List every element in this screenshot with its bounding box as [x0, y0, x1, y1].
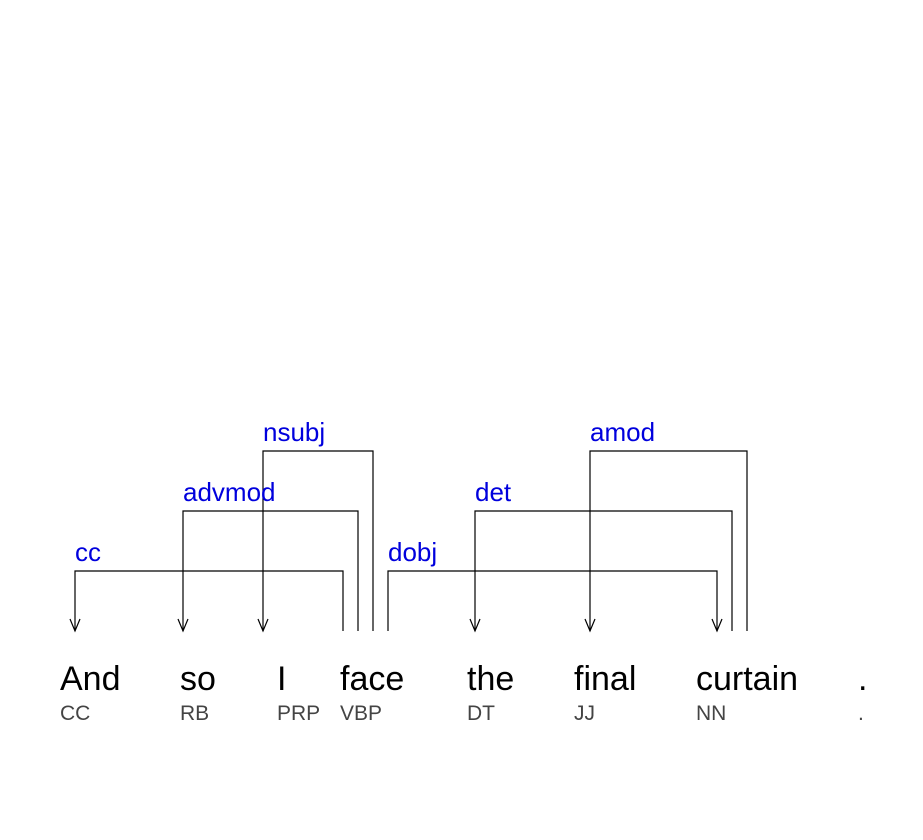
token-tag: PRP [277, 702, 320, 725]
arc-label-dobj: dobj [388, 537, 437, 567]
token-1: so RB [180, 660, 216, 725]
arrowhead-icon [177, 618, 189, 633]
token-word: the [467, 660, 514, 698]
arc-nsubj [262, 450, 374, 631]
token-4: the DT [467, 660, 514, 725]
token-0: And CC [60, 660, 121, 725]
token-tag: NN [696, 702, 726, 725]
arrowhead-icon [584, 618, 596, 633]
token-word: . [858, 660, 867, 698]
token-tag: VBP [340, 702, 382, 725]
token-tag: DT [467, 702, 495, 725]
token-word: And [60, 660, 121, 698]
arc-label-cc: cc [75, 537, 101, 567]
arc-advmod [182, 510, 359, 631]
token-word: so [180, 660, 216, 698]
arrowhead-icon [257, 618, 269, 633]
token-tag: . [858, 702, 864, 725]
token-tag: CC [60, 702, 90, 725]
token-word: face [340, 660, 404, 698]
token-word: curtain [696, 660, 798, 698]
arc-det [474, 510, 733, 631]
arrowhead-icon [469, 618, 481, 633]
token-word: final [574, 660, 636, 698]
arc-amod [589, 450, 748, 631]
token-5: final JJ [574, 660, 636, 725]
arc-dobj [387, 570, 718, 631]
arrowhead-icon [711, 618, 723, 633]
arc-label-amod: amod [590, 417, 655, 447]
token-7: . . [858, 660, 867, 725]
token-tag: RB [180, 702, 209, 725]
token-6: curtain NN [696, 660, 798, 725]
arrowhead-icon [69, 618, 81, 633]
arc-cc [74, 570, 344, 631]
tokens: And CC so RB I PRP face VBP the DT final… [60, 660, 867, 725]
arcs [69, 450, 748, 633]
token-2: I PRP [277, 660, 320, 725]
token-3: face VBP [340, 660, 404, 725]
arc-label-det: det [475, 477, 512, 507]
token-tag: JJ [574, 702, 595, 725]
arc-labels: cc advmod nsubj dobj det amod [75, 417, 655, 567]
arc-label-nsubj: nsubj [263, 417, 325, 447]
token-word: I [277, 660, 286, 698]
arc-label-advmod: advmod [183, 477, 276, 507]
